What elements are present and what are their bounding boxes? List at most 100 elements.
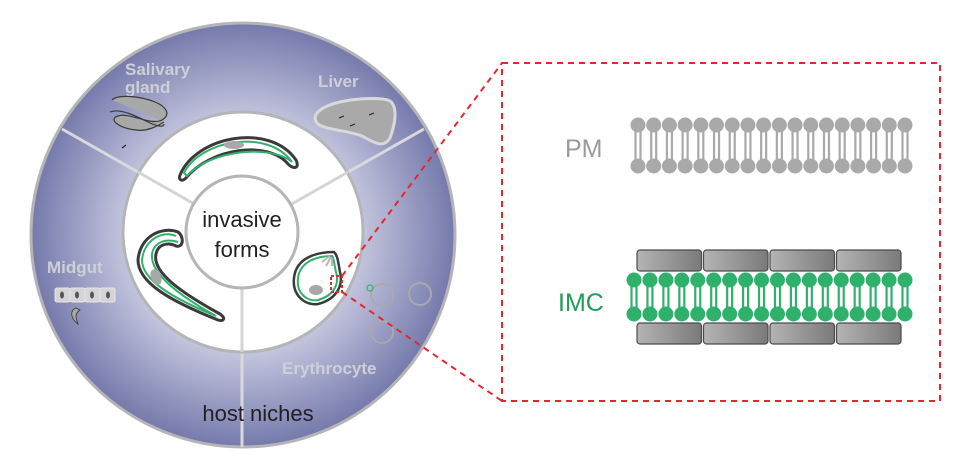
lipid-head (803, 158, 819, 174)
lipid-head (706, 306, 722, 322)
lipid-head (803, 117, 819, 133)
lipid-molecule (674, 272, 690, 322)
lipid-head (709, 117, 725, 133)
alveolus-plate (702, 249, 769, 272)
lipid-molecule (706, 272, 722, 322)
niche-label-salivary-line1: Salivary (125, 60, 191, 79)
center-label-line1: invasive (202, 207, 281, 232)
lipid-head (833, 306, 849, 322)
lipid-head (724, 117, 740, 133)
lipid-head (690, 306, 706, 322)
lipid-head (769, 306, 785, 322)
merozoite-right (292, 250, 343, 306)
lipid-head (642, 306, 658, 322)
lipid-head (754, 272, 770, 288)
alveolus-plate (702, 322, 769, 345)
lipid-head (661, 158, 677, 174)
lipid-head (881, 272, 897, 288)
lipid-molecule (677, 117, 693, 174)
erythrocyte-icon (366, 282, 432, 344)
lipid-molecule (642, 272, 658, 322)
lipid-head (722, 272, 738, 288)
zoom-region-marker (330, 275, 343, 293)
lipid-head (881, 306, 897, 322)
lipid-head (693, 158, 709, 174)
lipid-molecule (756, 117, 772, 174)
lipid-head (642, 272, 658, 288)
liver-icon (313, 97, 397, 146)
lipid-molecule (630, 117, 646, 174)
ookinete-left (136, 228, 226, 322)
lipid-head (724, 158, 740, 174)
lipid-molecule (738, 272, 754, 322)
lipid-molecule (897, 117, 913, 174)
lipid-head (817, 272, 833, 288)
zoom-connector (330, 62, 941, 402)
alveolus-plate (769, 322, 836, 345)
lipid-molecule (693, 117, 709, 174)
midgut-icon (54, 287, 116, 326)
lipid-head (661, 117, 677, 133)
lipid-head (771, 117, 787, 133)
lipid-head (738, 306, 754, 322)
lipid-molecule (834, 117, 850, 174)
niche-label-salivary-line2: gland (125, 78, 170, 97)
niche-label-midgut: Midgut (47, 258, 103, 277)
lipid-molecule (722, 272, 738, 322)
lipid-head (756, 158, 772, 174)
alveolus-plate (636, 249, 703, 272)
lipid-head (787, 158, 803, 174)
lipid-head (787, 117, 803, 133)
lipid-head (897, 158, 913, 174)
center-circle (184, 174, 300, 290)
plasma-membrane-bilayer (630, 117, 913, 174)
lipid-head (706, 272, 722, 288)
alveolus-plate (769, 249, 836, 272)
sporozoite-top (178, 136, 299, 182)
lipid-head (801, 272, 817, 288)
lipid-molecule (897, 272, 913, 322)
lipid-head (693, 117, 709, 133)
lipid-head (658, 306, 674, 322)
lipid-head (849, 272, 865, 288)
lipid-head (738, 272, 754, 288)
lipid-molecule (646, 117, 662, 174)
lipid-molecule (661, 117, 677, 174)
lipid-head (818, 117, 834, 133)
lipid-head (897, 272, 913, 288)
divider-line (137, 170, 197, 207)
lipid-head (771, 158, 787, 174)
lipid-molecule (626, 272, 642, 322)
salivary-gland-icon (109, 95, 168, 149)
lipid-head (754, 306, 770, 322)
lipid-head (881, 117, 897, 133)
lipid-head (677, 158, 693, 174)
lipid-head (626, 272, 642, 288)
inset-frame (501, 62, 941, 402)
lipid-head (785, 306, 801, 322)
imc-label: IMC (558, 289, 604, 317)
lipid-head (646, 158, 662, 174)
zoom-line-top (341, 62, 503, 277)
lipid-molecule (865, 272, 881, 322)
alveolus-plate (835, 249, 902, 272)
lipid-molecule (881, 117, 897, 174)
lipid-head (897, 306, 913, 322)
lipid-head (865, 272, 881, 288)
lipid-head (658, 272, 674, 288)
center-label-line2: forms (215, 237, 270, 262)
lipid-molecule (817, 272, 833, 322)
lipid-head (756, 117, 772, 133)
imc-alveoli-top (636, 249, 902, 272)
alveolus-plate (636, 322, 703, 345)
lipid-molecule (769, 272, 785, 322)
lipid-head (722, 306, 738, 322)
lipid-head (834, 158, 850, 174)
lipid-head (817, 306, 833, 322)
lipid-molecule (690, 272, 706, 322)
lipid-head (818, 158, 834, 174)
lipid-head (690, 272, 706, 288)
lipid-head (769, 272, 785, 288)
lipid-head (630, 117, 646, 133)
